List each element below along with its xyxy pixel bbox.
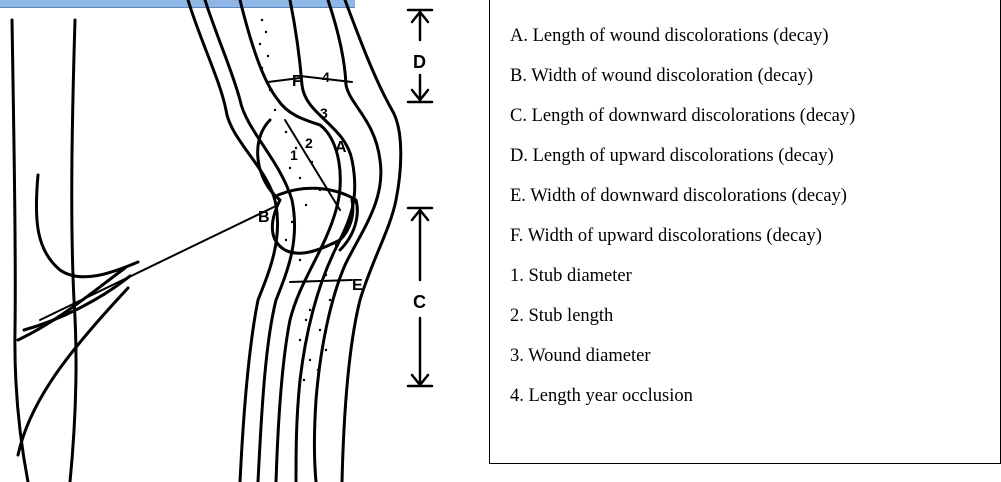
legend-item-4: 4. Length year occlusion — [510, 376, 855, 416]
measure-line-b — [40, 205, 278, 320]
label-f: F — [292, 73, 302, 90]
trunk-contour-6 — [342, 0, 401, 482]
dimension-c-arrow-up — [412, 210, 428, 280]
label-4: 4 — [322, 69, 330, 85]
branch-outline-upper — [36, 175, 138, 277]
legend-box: A. Length of wound discolorations (decay… — [489, 0, 1001, 464]
legend-item-e: E. Width of downward discolorations (dec… — [510, 176, 855, 216]
stem-left-line — [12, 20, 28, 482]
measure-line-e — [290, 280, 352, 282]
legend-item-1: 1. Stub diameter — [510, 256, 855, 296]
legend-item-f: F. Width of upward discolorations (decay… — [510, 216, 855, 256]
label-1: 1 — [290, 147, 298, 163]
legend-item-c: C. Length of downward discolorations (de… — [510, 96, 855, 136]
dimension-d-arrow-down — [412, 75, 428, 100]
legend-list: A. Length of wound discolorations (decay… — [510, 16, 855, 416]
legend-item-3: 3. Wound diameter — [510, 336, 855, 376]
dimension-c-arrow-down — [412, 318, 428, 385]
label-3: 3 — [320, 105, 328, 121]
dimension-d-arrow-up — [412, 12, 428, 40]
label-2: 2 — [305, 135, 313, 151]
stem-left-line-2 — [70, 20, 76, 482]
measure-line-a — [285, 120, 340, 210]
legend-item-b: B. Width of wound discoloration (decay) — [510, 56, 855, 96]
label-b: B — [258, 209, 270, 226]
label-c: C — [413, 292, 426, 312]
branch-stub-diagram: D C A B E F 1 2 3 4 — [0, 0, 480, 482]
label-a: A — [335, 139, 347, 156]
legend-item-2: 2. Stub length — [510, 296, 855, 336]
legend-item-a: A. Length of wound discolorations (decay… — [510, 16, 855, 56]
label-e: E — [352, 277, 363, 294]
label-d: D — [413, 52, 426, 72]
trunk-contour-2 — [205, 0, 295, 482]
legend-item-d: D. Length of upward discolorations (deca… — [510, 136, 855, 176]
